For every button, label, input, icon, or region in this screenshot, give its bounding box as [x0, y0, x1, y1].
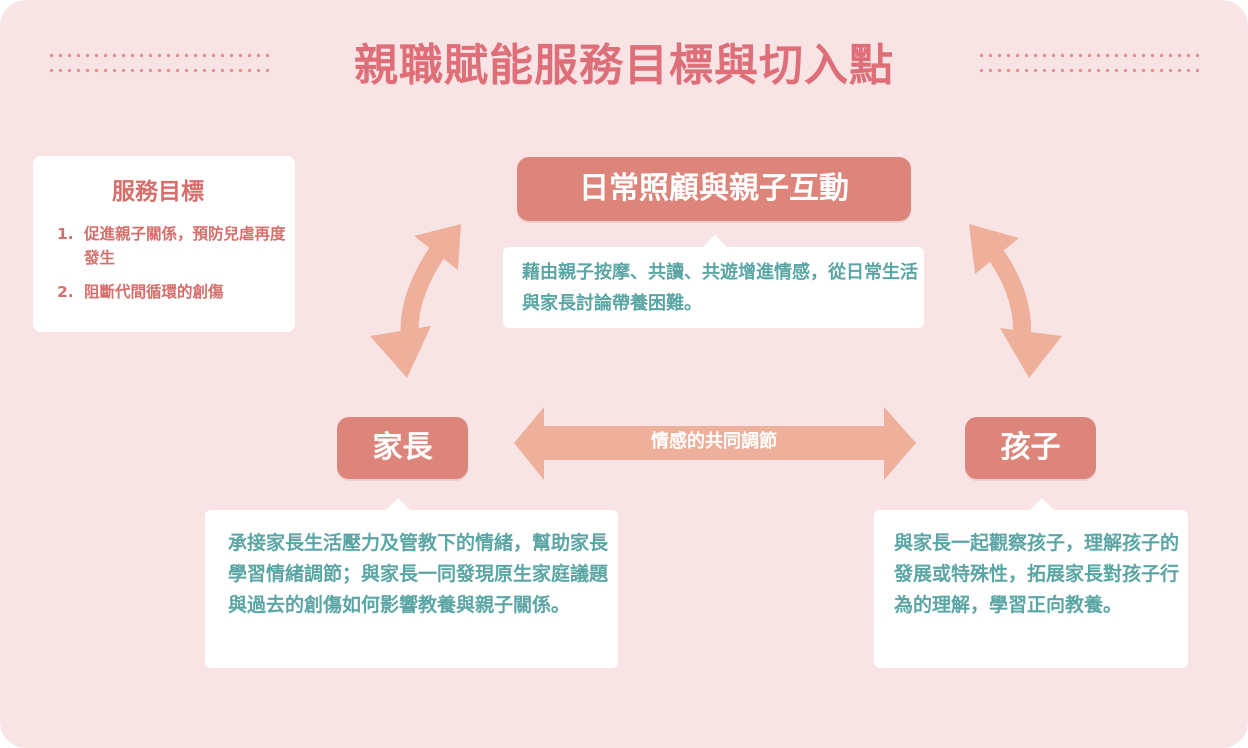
left-arrowhead-up-icon — [414, 224, 461, 270]
goal-item: 2. 阻斷代間循環的創傷 — [57, 280, 293, 304]
node-daily-care: 日常照顧與親子互動 — [517, 157, 911, 221]
daily-care-text: 藉由親子按摩、共讀、共遊增進情感，從日常生活與家長討論帶養困難。 — [522, 262, 918, 314]
goal-text: 促進親子關係，預防兒虐再度發生 — [84, 225, 286, 267]
right-arrowhead-up-icon — [969, 224, 1019, 274]
goal-text: 阻斷代間循環的創傷 — [84, 283, 224, 301]
daily-care-description: 藉由親子按摩、共讀、共遊增進情感，從日常生活與家長討論帶養困難。 — [503, 235, 924, 328]
child-text: 與家長一起觀察孩子，理解孩子的發展或特殊性，拓展家長對孩子行為的理解，學習正向教… — [894, 532, 1180, 616]
page-title: 親職賦能服務目標與切入點 — [354, 40, 894, 91]
connector-label: 情感的共同調節 — [651, 431, 777, 452]
goals-card: 服務目標 1. 促進親子關係，預防兒虐再度發生 2. 阻斷代間循環的創傷 — [33, 156, 295, 332]
decorative-dots-left — [47, 48, 269, 78]
goal-item: 1. 促進親子關係，預防兒虐再度發生 — [57, 222, 293, 270]
goals-list: 1. 促進親子關係，預防兒虐再度發生 2. 阻斷代間循環的創傷 — [57, 222, 293, 314]
goal-number: 1. — [57, 225, 74, 243]
parent-description: 承接家長生活壓力及管教下的情緒，幫助家長學習情緒調節；與家長一同發現原生家庭議題… — [205, 498, 618, 668]
right-arrowhead-down-icon — [1000, 328, 1062, 378]
decorative-dots-right — [977, 48, 1199, 78]
goals-title: 服務目標 — [112, 179, 204, 205]
goal-number: 2. — [57, 283, 74, 301]
horizontal-double-arrow — [514, 407, 916, 480]
node-parent: 家長 — [337, 417, 468, 479]
parent-text: 承接家長生活壓力及管教下的情緒，幫助家長學習情緒調節；與家長一同發現原生家庭議題… — [228, 532, 609, 616]
node-child: 孩子 — [965, 417, 1096, 479]
child-description: 與家長一起觀察孩子，理解孩子的發展或特殊性，拓展家長對孩子行為的理解，學習正向教… — [874, 498, 1188, 668]
left-arrowhead-down-icon — [370, 326, 431, 378]
